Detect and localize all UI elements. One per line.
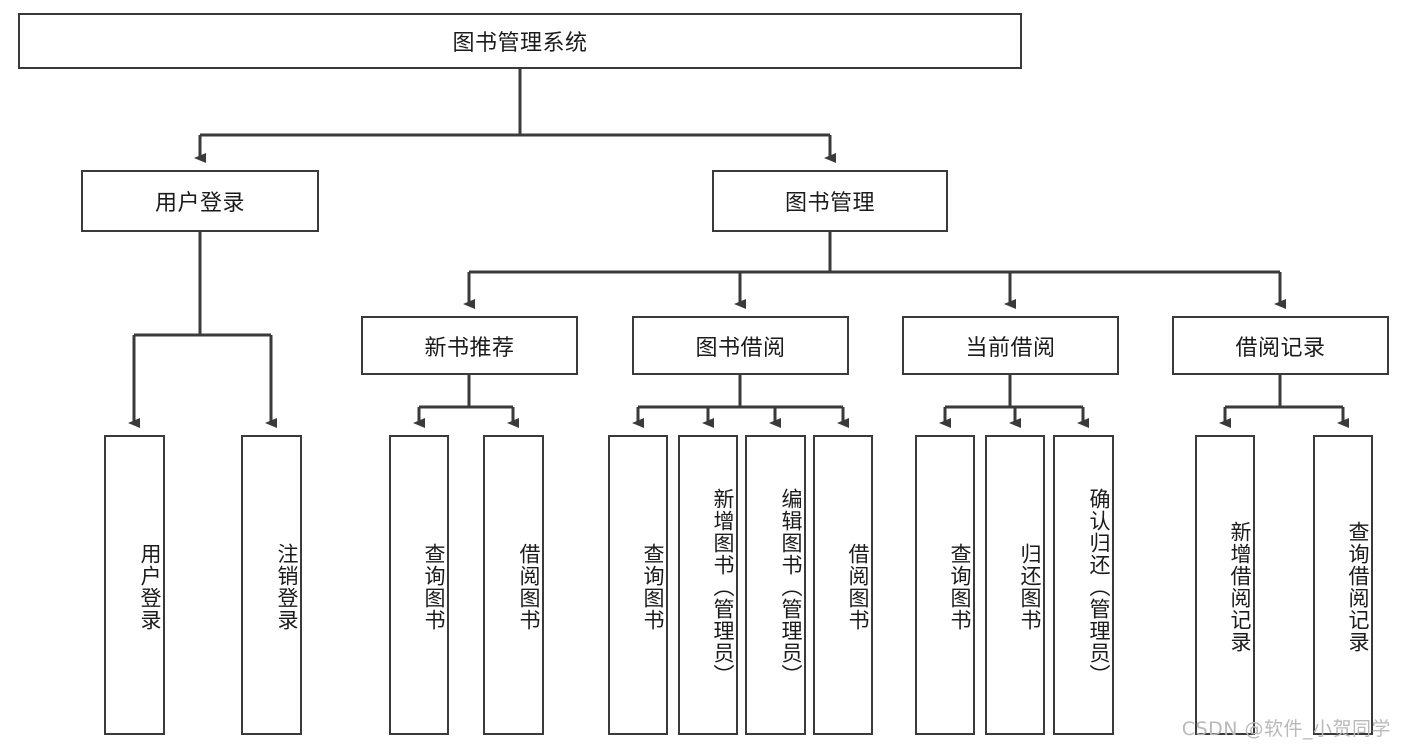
node-leaf-query-book-1[interactable]: 查询图书 bbox=[389, 435, 449, 735]
node-root[interactable]: 图书管理系统 bbox=[18, 13, 1022, 69]
edge-book-manage-to-level3 bbox=[463, 232, 1286, 309]
node-borrow-record-label: 借阅记录 bbox=[1235, 335, 1326, 361]
node-leaf-confirm-return[interactable]: 确认归还（管理员） bbox=[1053, 435, 1114, 735]
node-book-borrow[interactable]: 图书借阅 bbox=[632, 316, 849, 375]
node-leaf-confirm-return-label: 确认归还（管理员） bbox=[1087, 488, 1111, 686]
node-user-login[interactable]: 用户登录 bbox=[81, 170, 319, 232]
node-leaf-add-book[interactable]: 新增图书（管理员） bbox=[678, 435, 738, 735]
node-leaf-query-book-3-label: 查询图书 bbox=[948, 543, 972, 631]
node-leaf-add-record[interactable]: 新增借阅记录 bbox=[1195, 435, 1255, 735]
node-leaf-add-book-label: 新增图书（管理员） bbox=[711, 488, 735, 686]
node-current-borrow[interactable]: 当前借阅 bbox=[902, 316, 1119, 375]
node-leaf-query-book-1-label: 查询图书 bbox=[422, 543, 446, 631]
node-leaf-borrow-book-2-label: 借阅图书 bbox=[846, 543, 870, 631]
node-leaf-borrow-book-1-label: 借阅图书 bbox=[517, 543, 541, 631]
node-leaf-user-logout[interactable]: 注销登录 bbox=[241, 435, 302, 735]
node-leaf-user-logout-label: 注销登录 bbox=[275, 543, 299, 631]
node-leaf-user-login-label: 用户登录 bbox=[138, 543, 162, 631]
node-leaf-borrow-book-1[interactable]: 借阅图书 bbox=[483, 435, 544, 735]
node-leaf-edit-book-label: 编辑图书（管理员） bbox=[779, 488, 803, 686]
node-leaf-add-record-label: 新增借阅记录 bbox=[1228, 521, 1252, 653]
node-leaf-borrow-book-2[interactable]: 借阅图书 bbox=[813, 435, 873, 735]
edge-borrow-record-to-leaves bbox=[1219, 375, 1349, 428]
edge-current-borrow-to-leaves bbox=[939, 375, 1089, 428]
node-leaf-query-record[interactable]: 查询借阅记录 bbox=[1313, 435, 1373, 735]
edge-book-borrow-to-leaves bbox=[632, 375, 849, 428]
node-book-manage[interactable]: 图书管理 bbox=[712, 170, 948, 232]
node-leaf-return-book[interactable]: 归还图书 bbox=[985, 435, 1045, 735]
node-leaf-return-book-label: 归还图书 bbox=[1018, 543, 1042, 631]
node-current-borrow-label: 当前借阅 bbox=[965, 335, 1056, 361]
node-leaf-user-login[interactable]: 用户登录 bbox=[104, 435, 165, 735]
edge-root-to-level2 bbox=[194, 69, 836, 163]
node-leaf-query-book-3[interactable]: 查询图书 bbox=[915, 435, 975, 735]
node-leaf-edit-book[interactable]: 编辑图书（管理员） bbox=[745, 435, 806, 735]
node-leaf-query-record-label: 查询借阅记录 bbox=[1346, 521, 1370, 653]
node-leaf-query-book-2-label: 查询图书 bbox=[641, 543, 665, 631]
node-new-book-recommend-label: 新书推荐 bbox=[424, 335, 515, 361]
node-leaf-query-book-2[interactable]: 查询图书 bbox=[608, 435, 668, 735]
node-book-manage-label: 图书管理 bbox=[784, 191, 875, 216]
node-user-login-label: 用户登录 bbox=[154, 191, 245, 216]
node-book-borrow-label: 图书借阅 bbox=[695, 335, 786, 361]
node-borrow-record[interactable]: 借阅记录 bbox=[1172, 316, 1389, 375]
edge-user-login-to-leaves bbox=[128, 232, 277, 428]
node-new-book-recommend[interactable]: 新书推荐 bbox=[361, 316, 578, 375]
edge-new-book-recommend-to-leaves bbox=[413, 375, 519, 428]
node-root-label: 图书管理系统 bbox=[452, 31, 588, 56]
